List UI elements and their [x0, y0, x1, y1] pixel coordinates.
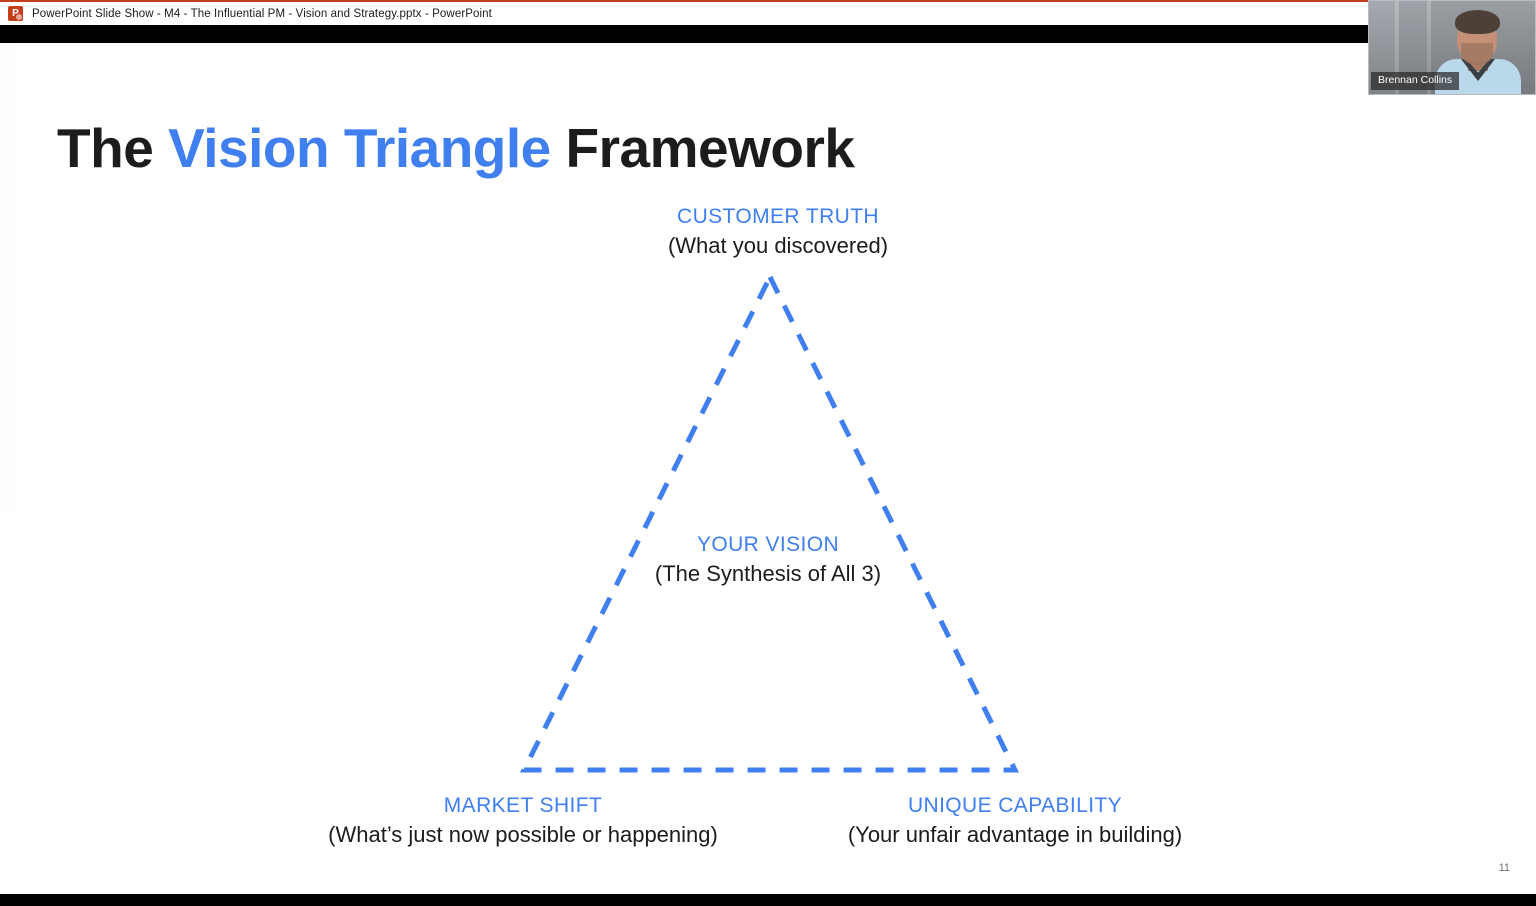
slide-number: 11 [1498, 862, 1510, 874]
title-bar: P PowerPoint Slide Show - M4 - The Influ… [0, 0, 1536, 25]
label-customer-truth-sub: (What you discovered) [667, 233, 889, 258]
slide-left-edge-shade [0, 43, 18, 513]
label-unique-capability-sub: (Your unfair advantage in building) [847, 822, 1183, 847]
page-title: The Vision Triangle Framework [57, 116, 855, 180]
label-unique-capability: UNIQUE CAPABILITY (Your unfair advantage… [773, 791, 1257, 849]
label-your-vision: YOUR VISION (The Synthesis of All 3) [568, 530, 968, 588]
title-suffix: Framework [550, 116, 855, 179]
webcam-participant-name: Brennan Collins [1371, 72, 1460, 90]
title-accent: Vision Triangle [168, 116, 551, 179]
label-your-vision-sub: (The Synthesis of All 3) [654, 561, 882, 586]
title-bar-text: PowerPoint Slide Show - M4 - The Influen… [32, 7, 492, 20]
triangle-outline [519, 271, 1020, 773]
label-your-vision-heading: YOUR VISION [696, 533, 840, 556]
label-customer-truth: CUSTOMER TRUTH (What you discovered) [578, 202, 978, 260]
slide-canvas[interactable]: The Vision Triangle Framework CUSTOMER T… [0, 43, 1536, 894]
letterbox-band-bottom [0, 894, 1536, 906]
label-customer-truth-heading: CUSTOMER TRUTH [677, 205, 879, 228]
webcam-person-beard [1461, 43, 1493, 65]
powerpoint-logo-icon: P [8, 6, 23, 21]
webcam-overlay[interactable]: Brennan Collins [1368, 0, 1536, 95]
label-market-shift-heading: MARKET SHIFT [443, 794, 603, 817]
label-market-shift-sub: (What’s just now possible or happening) [328, 822, 718, 847]
title-prefix: The [57, 116, 169, 179]
letterbox-band-top [0, 25, 1536, 43]
label-unique-capability-heading: UNIQUE CAPABILITY [907, 794, 1123, 817]
webcam-person-hair [1455, 10, 1500, 34]
label-market-shift: MARKET SHIFT (What’s just now possible o… [281, 791, 765, 849]
